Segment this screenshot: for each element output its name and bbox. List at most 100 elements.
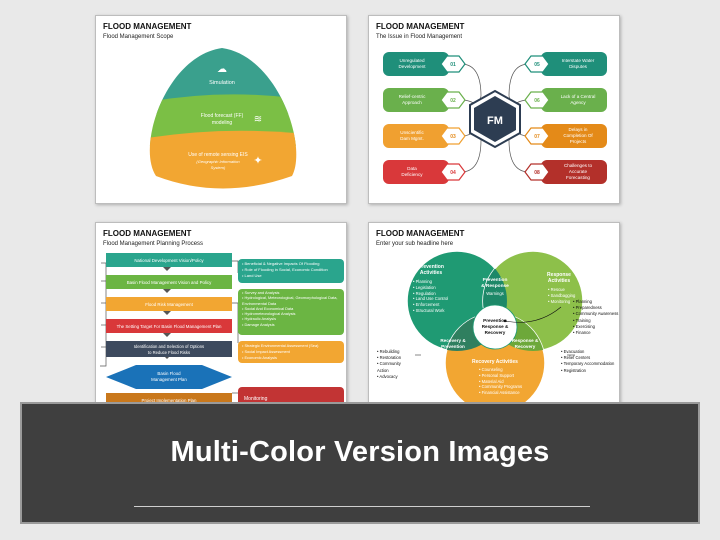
recovery-list: Counseling Personal Support Material Aid… — [479, 367, 523, 396]
prevention-list: Planning Legislation Regulation Land Use… — [413, 279, 449, 314]
slide-thumbnail-venn[interactable]: FLOOD MANAGEMENT Enter your sub headline… — [368, 222, 620, 411]
layer-label-forecast-2: modeling — [212, 120, 233, 126]
response-list: Rescue Sandbagging Monitoring — [548, 287, 576, 304]
svg-text:Prevention: Prevention — [418, 264, 444, 270]
slide-thumbnail-issues[interactable]: FLOOD MANAGEMENT The Issue in Flood Mana… — [368, 15, 620, 204]
banner-divider — [134, 506, 590, 507]
scope-pyramid-diagram: ☁ Simulation ≋ Flood forecast (FF) model… — [149, 48, 297, 189]
issues-hub-diagram: FM 01 Unregulated Development 02 Relief-… — [383, 52, 607, 184]
svg-text:03: 03 — [450, 134, 456, 140]
svg-text:Prevention: Prevention — [483, 277, 508, 283]
slide-title: FLOOD MANAGEMENT — [376, 229, 465, 238]
center-label: FM — [487, 115, 503, 127]
step-flood-risk — [106, 297, 232, 311]
svg-text:Management Plan: Management Plan — [151, 377, 187, 382]
layer-label-forecast-1: Flood forecast (FF) — [201, 113, 244, 119]
wave-icon: ≋ — [254, 114, 262, 125]
svg-text:to Reduce Flood Risks: to Reduce Flood Risks — [148, 350, 190, 355]
svg-text:Development: Development — [398, 64, 426, 69]
svg-text:National Development Vision/Po: National Development Vision/Policy — [134, 258, 204, 263]
slide-title: FLOOD MANAGEMENT — [103, 22, 192, 31]
svg-text:Forecasting: Forecasting — [566, 175, 590, 180]
svg-text:Agency: Agency — [570, 100, 586, 105]
right-outer-list-bottom: Evacuation Relief Centers Temporary Acco… — [561, 349, 619, 374]
svg-text:Interstate Water: Interstate Water — [562, 58, 595, 63]
svg-text:Activities: Activities — [420, 270, 442, 276]
issue-left-01: 01 Unregulated Development — [383, 52, 466, 76]
svg-text:Response &: Response & — [512, 338, 539, 343]
svg-text:Recovery: Recovery — [485, 330, 506, 335]
svg-text:Basin Flood: Basin Flood — [157, 371, 181, 376]
svg-text:02: 02 — [450, 98, 456, 104]
svg-text:Data: Data — [407, 166, 417, 171]
svg-text:Deficiency: Deficiency — [401, 172, 423, 177]
left-outer-list: Rebuilding Restoration Community Action … — [377, 349, 411, 380]
svg-text:Lack of a Central: Lack of a Central — [561, 94, 596, 99]
slide-title: FLOOD MANAGEMENT — [376, 22, 465, 31]
slide-subtitle: The Issue in Flood Management — [376, 34, 463, 40]
svg-text:Prevention: Prevention — [483, 318, 507, 323]
issue-right-07: 07 Delays in Completion Of Projects — [524, 124, 607, 148]
svg-text:Disputes: Disputes — [569, 64, 588, 69]
svg-text:Flood Risk Management: Flood Risk Management — [145, 302, 193, 307]
banner-title: Multi-Color Version Images — [170, 436, 550, 468]
svg-text:Response &: Response & — [482, 324, 509, 329]
svg-text:08: 08 — [534, 170, 540, 176]
note-list-2: Survey and Analysis Hydrological, Meteor… — [242, 290, 342, 327]
layer-label-simulation: Simulation — [209, 80, 235, 86]
step-identification — [106, 341, 232, 357]
svg-text:Completion Of: Completion Of — [563, 133, 593, 138]
svg-text:Projects: Projects — [570, 139, 587, 144]
layer-remote-sensing — [149, 130, 297, 189]
svg-text:05: 05 — [534, 62, 540, 68]
issue-right-06: 06 Lack of a Central Agency — [524, 88, 607, 112]
step-setting-target — [106, 319, 232, 333]
svg-text:Unregulated: Unregulated — [399, 58, 424, 63]
issue-left-03: 03 Unscientific Dam Mgmt. — [383, 124, 466, 148]
svg-text:07: 07 — [534, 134, 540, 140]
svg-text:Challenges to: Challenges to — [564, 163, 593, 168]
svg-text:Identification and Selection o: Identification and Selection of Options — [134, 344, 204, 349]
satellite-icon: ✦ — [253, 155, 262, 167]
slide-subtitle: Flood Management Scope — [103, 34, 174, 40]
svg-text:Delays in: Delays in — [569, 127, 588, 132]
svg-text:Basin Flood Management Vision: Basin Flood Management Vision and Policy — [127, 280, 212, 285]
svg-text:Relief-centric: Relief-centric — [399, 94, 427, 99]
svg-text:& Response: & Response — [481, 283, 509, 289]
layer-label-remote-1: Use of remote sensing EIS — [188, 152, 248, 158]
svg-text:Recovery: Recovery — [515, 344, 536, 349]
svg-text:Recovery &: Recovery & — [440, 338, 466, 343]
svg-text:Warnings: Warnings — [486, 291, 504, 296]
svg-text:Project Implementation Plan: Project Implementation Plan — [142, 398, 197, 403]
layer-label-remote-2: (Geographic Information — [196, 159, 240, 164]
note-list-3: Strategic Environmental Assessment (Sea)… — [242, 343, 318, 360]
svg-text:Prevention: Prevention — [441, 344, 465, 349]
issue-right-08: 08 Challenges to Accurate Forecasting — [524, 160, 607, 184]
svg-text:Unscientific: Unscientific — [400, 130, 424, 135]
slide-subtitle: Flood Management Planning Process — [103, 241, 204, 247]
slide-subtitle: Enter your sub headline here — [376, 241, 454, 247]
banner: Multi-Color Version Images — [20, 402, 700, 524]
svg-text:Recovery Activities: Recovery Activities — [472, 359, 518, 365]
issue-right-05: 05 Interstate Water Disputes — [524, 52, 607, 76]
cloud-icon: ☁ — [217, 64, 227, 75]
svg-text:Monitoring: Monitoring — [244, 396, 268, 402]
svg-text:Dam Mgmt.: Dam Mgmt. — [400, 136, 424, 141]
issue-left-04: 04 Data Deficiency — [383, 160, 466, 184]
step-basin-plan — [106, 365, 232, 389]
svg-text:Approach: Approach — [402, 100, 422, 105]
center-overlap — [472, 304, 518, 350]
step-national-vision — [106, 253, 232, 267]
svg-text:Response: Response — [547, 272, 571, 278]
step-basin-vision — [106, 275, 232, 289]
svg-text:Activities: Activities — [548, 278, 570, 284]
slide-thumbnail-planning[interactable]: FLOOD MANAGEMENT Flood Management Planni… — [95, 222, 347, 411]
slide-thumbnail-scope[interactable]: FLOOD MANAGEMENT Flood Management Scope … — [95, 15, 347, 204]
svg-text:01: 01 — [450, 62, 456, 68]
venn-diagram: Prevention Response & Recovery Preventio… — [406, 250, 584, 410]
layer-label-remote-3: System) — [211, 165, 226, 170]
slide-title: FLOOD MANAGEMENT — [103, 229, 192, 238]
right-outer-list-top: Planning Preparedness Community Awarenes… — [573, 299, 619, 336]
svg-text:Accurate: Accurate — [569, 169, 588, 174]
issue-left-02: 02 Relief-centric Approach — [383, 88, 466, 112]
